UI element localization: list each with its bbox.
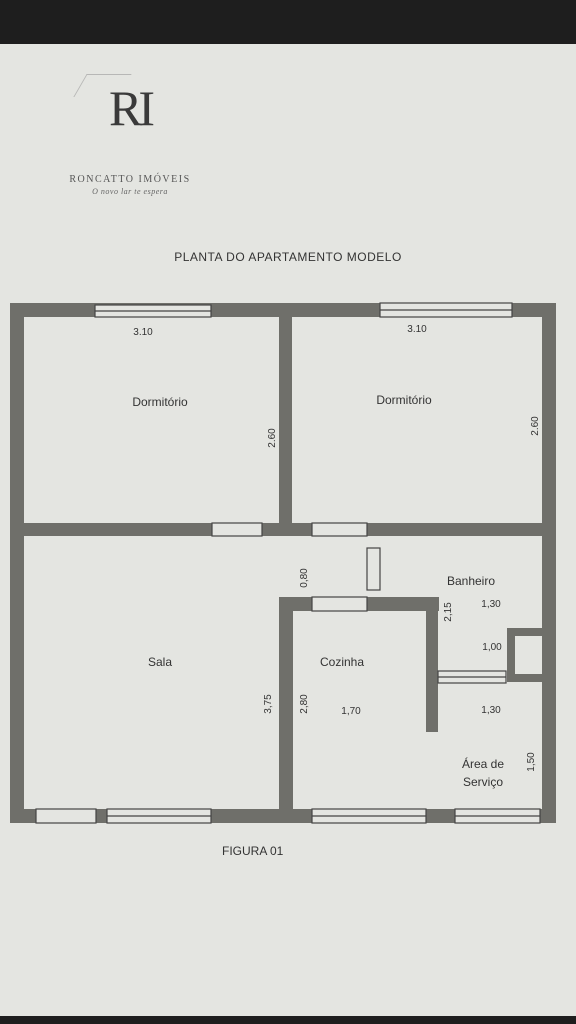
wall-shaft-bottom [507,674,542,682]
dim-dorm-left-width: 3.10 [133,327,153,338]
door-dorm-right [311,522,368,537]
wall-shaft-top [507,628,542,636]
wall-shaft-left [507,628,515,682]
room-label-servico-1: Área de [462,756,504,771]
dim-servico-depth: 1,50 [526,752,537,772]
room-label-dorm-left: Dormitório [132,395,188,409]
dim-cozinha-width: 1,70 [341,706,361,717]
dim-dorm-right-width: 3.10 [407,324,427,335]
room-label-dorm-right: Dormitório [376,393,432,407]
logo-tagline: O novo lar te espera [92,187,168,196]
dim-cozinha-depth: 2,80 [299,694,310,714]
wall-sala-kitchen [279,597,293,823]
dim-shaft: 1,00 [482,642,502,653]
openings [35,302,541,824]
room-label-servico-2: Serviço [463,775,503,789]
walls [10,303,556,823]
dim-banheiro-width: 1,30 [481,599,501,610]
logo-monogram: RI [109,80,155,136]
room-label-cozinha: Cozinha [320,655,364,669]
room-label-banheiro: Banheiro [447,574,495,588]
wall-right [542,303,556,823]
room-label-sala: Sala [148,655,172,669]
paper-sheet: RI RONCATTO IMÓVEIS O novo lar te espera… [0,44,576,1016]
wall-bedrooms-bottom [10,523,556,536]
plan-title: PLANTA DO APARTAMENTO MODELO [174,250,402,264]
logo-company-name: RONCATTO IMÓVEIS [69,174,191,185]
dim-dorm-right-depth: 2.60 [530,416,541,436]
wall-left [10,303,24,823]
dim-hall: 0,80 [299,568,310,588]
window-sala-small [35,808,97,824]
company-logo: RI RONCATTO IMÓVEIS O novo lar te espera [40,74,220,222]
room-labels: Dormitório Dormitório Sala Cozinha Banhe… [132,393,504,789]
door-cozinha [311,596,368,612]
dim-servico-width: 1,30 [481,705,501,716]
wall-bedroom-divider [279,303,292,525]
door-dorm-left [211,522,263,537]
figure-caption: FIGURA 01 [222,844,284,858]
dim-sala-depth: 3,75 [263,694,274,714]
dim-dorm-left-depth: 2.60 [267,428,278,448]
wall-kitchen-right [426,597,438,732]
dimension-labels: 3.10 3.10 1,70 1,30 1,00 1,30 2.60 2.60 … [133,324,541,772]
floor-plan: Dormitório Dormitório Sala Cozinha Banhe… [10,302,556,824]
dim-banheiro-depth: 2,15 [443,602,454,622]
door-banheiro [366,547,381,591]
